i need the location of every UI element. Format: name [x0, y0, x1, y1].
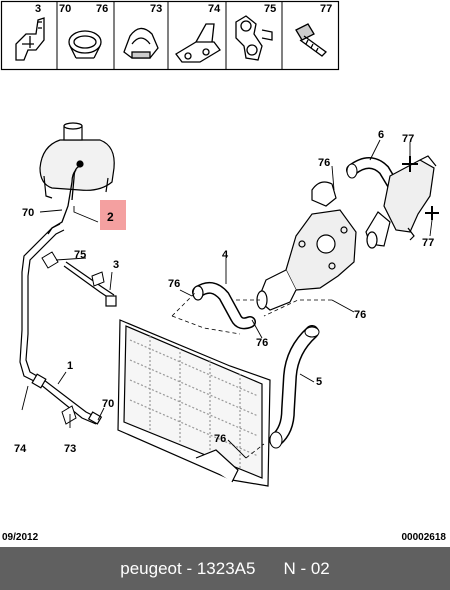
hose-5	[269, 325, 320, 449]
footer-bar: peugeot - 1323A5 N - 02	[0, 547, 450, 590]
leader-lines	[21, 139, 433, 459]
callout-4: 4	[222, 249, 229, 261]
clip-3-drawing	[91, 271, 105, 287]
callout-77-top: 77	[402, 133, 414, 145]
double-clip-icon	[235, 15, 273, 61]
callout-76-e: 76	[214, 433, 226, 445]
callout-77-bottom: 77	[422, 237, 434, 249]
callout-75: 75	[74, 249, 86, 261]
pipe-3-branch	[63, 261, 117, 307]
expansion-tank	[39, 122, 115, 199]
part-2-highlight	[100, 200, 126, 230]
hose-4	[192, 281, 256, 330]
legend-label-73: 73	[150, 3, 162, 15]
callout-76-d: 76	[354, 309, 366, 321]
callout-3: 3	[113, 259, 119, 271]
outlet-housing	[365, 155, 437, 249]
callout-76-a: 76	[168, 278, 180, 290]
thermostat-housing	[256, 181, 357, 311]
callout-73: 73	[64, 443, 76, 455]
callout-5: 5	[316, 376, 322, 388]
screw-icon	[295, 23, 327, 57]
legend-label-74: 74	[208, 3, 221, 15]
callout-2: 2	[107, 210, 114, 224]
legend-label-70: 70	[59, 3, 71, 15]
legend-label-75: 75	[264, 3, 276, 15]
screw-77-top	[402, 156, 418, 172]
legend-label-3: 3	[35, 3, 41, 15]
legend-label-77: 77	[320, 3, 332, 15]
clip-75-drawing	[41, 251, 59, 269]
pipe-1	[19, 223, 103, 425]
hose-6	[346, 157, 412, 198]
pipe-2	[47, 165, 81, 235]
diagram-ref-number: 00002618	[401, 532, 447, 543]
radiator	[117, 319, 271, 487]
callout-70-top: 70	[22, 207, 34, 219]
legend-table: 3 70 76 73 74 75 77	[0, 0, 340, 71]
footer-brand-code: peugeot - 1323A5	[120, 558, 256, 578]
callout-1: 1	[67, 360, 73, 372]
callout-70-bottom: 70	[102, 398, 114, 410]
legend-label-76: 76	[96, 3, 108, 15]
clip-73-drawing	[61, 405, 77, 425]
parts-diagram: 3 70 76 73 74 75 77	[0, 0, 439, 487]
diagram-date: 09/2012	[2, 532, 39, 543]
single-clip-icon	[68, 30, 102, 59]
p-clip-icon	[123, 27, 159, 59]
footer-sheet: N - 02	[283, 558, 330, 578]
callout-74: 74	[14, 443, 27, 455]
bracket-clip-icon	[15, 17, 45, 61]
callout-76-c: 76	[318, 157, 330, 169]
callout-6: 6	[378, 129, 384, 141]
pipe-holder-icon	[175, 23, 221, 63]
screw-77-bottom	[425, 206, 439, 220]
callout-76-b: 76	[256, 337, 268, 349]
